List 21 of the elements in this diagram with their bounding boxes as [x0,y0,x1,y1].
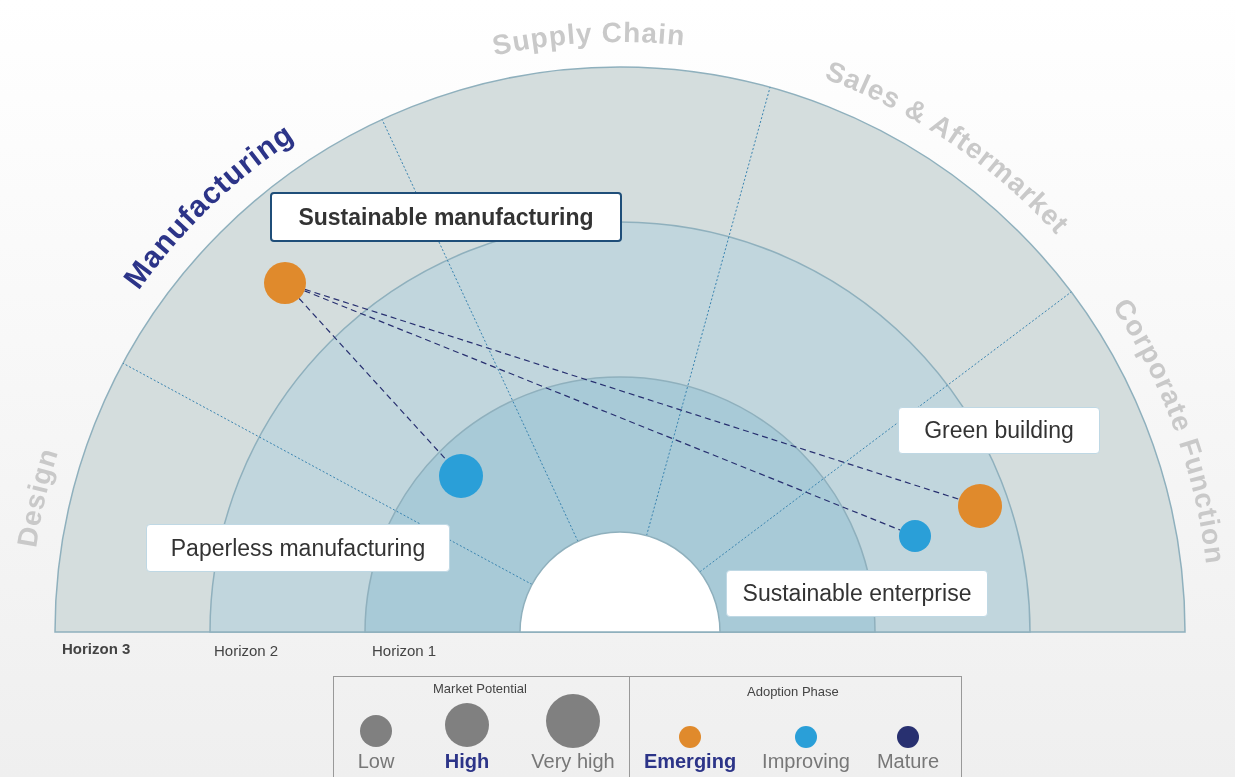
connector-line [303,290,901,531]
horizon-label: Horizon 3 [62,640,131,657]
callout-box: Sustainable manufacturing [270,192,622,242]
rating-dot [899,520,931,552]
horizon-label: Horizon 2 [214,642,279,659]
callout-box: Paperless manufacturing [146,524,450,572]
rating-dot [439,454,483,498]
legend-heading: Market Potential [433,681,527,696]
horizon-label: Horizon 1 [372,642,437,659]
legend-label: Very high [531,750,615,773]
callout-box: Green building [898,407,1100,454]
legend-heading: Adoption Phase [747,684,839,699]
legend-label: Mature [876,750,940,773]
legend-label: Improving [762,750,850,773]
legend-label: Emerging [643,750,737,773]
callout-box: Sustainable enterprise [726,570,988,617]
legend-label: High [444,750,490,773]
rating-dot [958,484,1002,528]
connector-line [298,297,447,461]
connector-line [304,288,960,500]
legend-label: Low [357,750,395,773]
